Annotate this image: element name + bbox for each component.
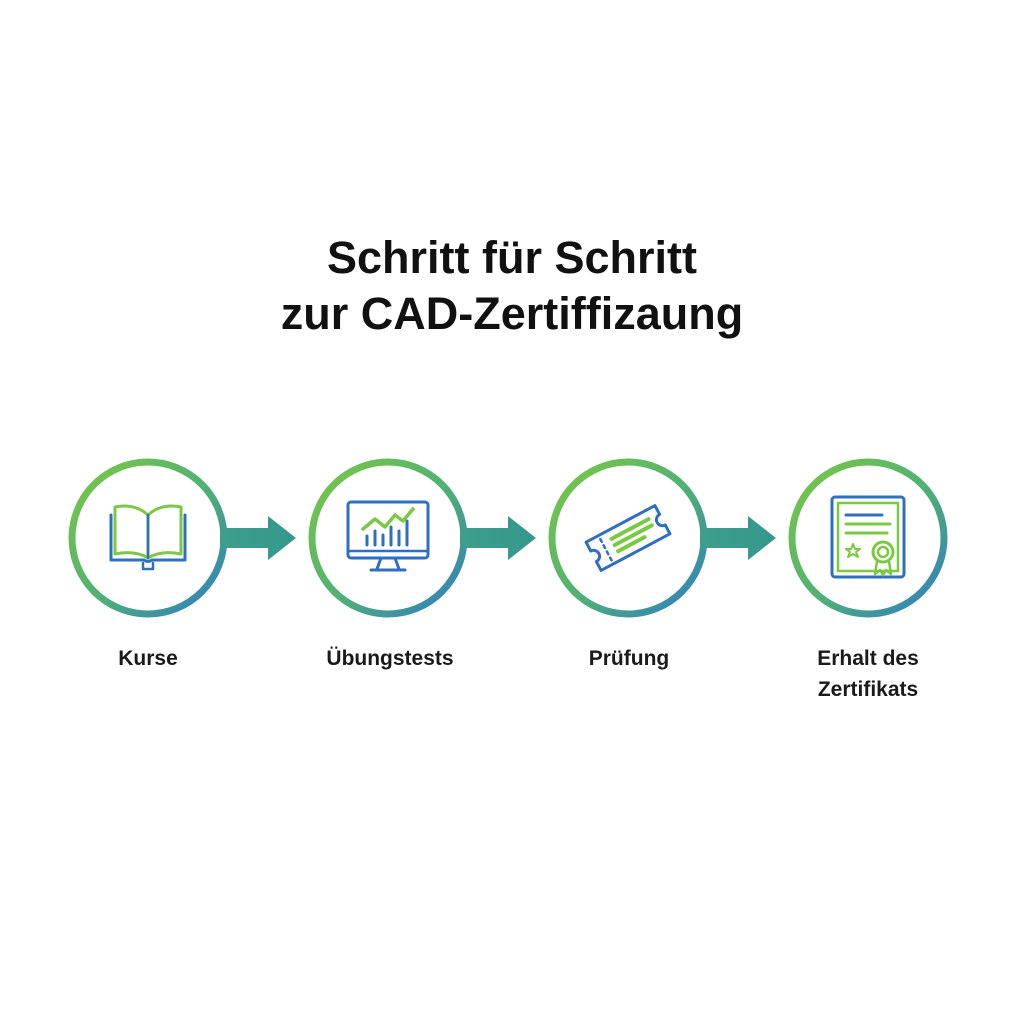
step-4-circle (788, 458, 948, 618)
step-2-label: Übungstests (280, 643, 500, 674)
step-2-circle (308, 458, 468, 618)
arrow-1 (220, 516, 296, 560)
step-4-label-line-2: Zertifikats (817, 678, 919, 701)
open-book-icon (109, 504, 187, 571)
step-1-circle (68, 458, 228, 618)
ticket-icon (584, 504, 672, 572)
certificate-icon (830, 495, 906, 579)
title-line-1: Schritt für Schritt (326, 232, 698, 283)
step-3-label-line-1: Prüfung (588, 647, 670, 670)
step-1-label-line-1: Kurse (118, 647, 178, 670)
step-4-label: Erhalt des Zertifikats (758, 643, 978, 705)
arrow-3 (700, 516, 776, 560)
page-title: Schritt für Schritt zur CAD-Zertiffizaun… (0, 230, 1024, 342)
step-2-label-line-1: Übungstests (326, 647, 454, 670)
monitor-chart-icon (346, 500, 430, 572)
step-4-label-line-1: Erhalt des (817, 647, 919, 670)
arrow-2 (460, 516, 536, 560)
step-1-label: Kurse (38, 643, 258, 674)
step-3-circle (548, 458, 708, 618)
step-3-label: Prüfung (519, 643, 739, 674)
title-line-2: zur CAD-Zertiffizaung (280, 288, 744, 339)
